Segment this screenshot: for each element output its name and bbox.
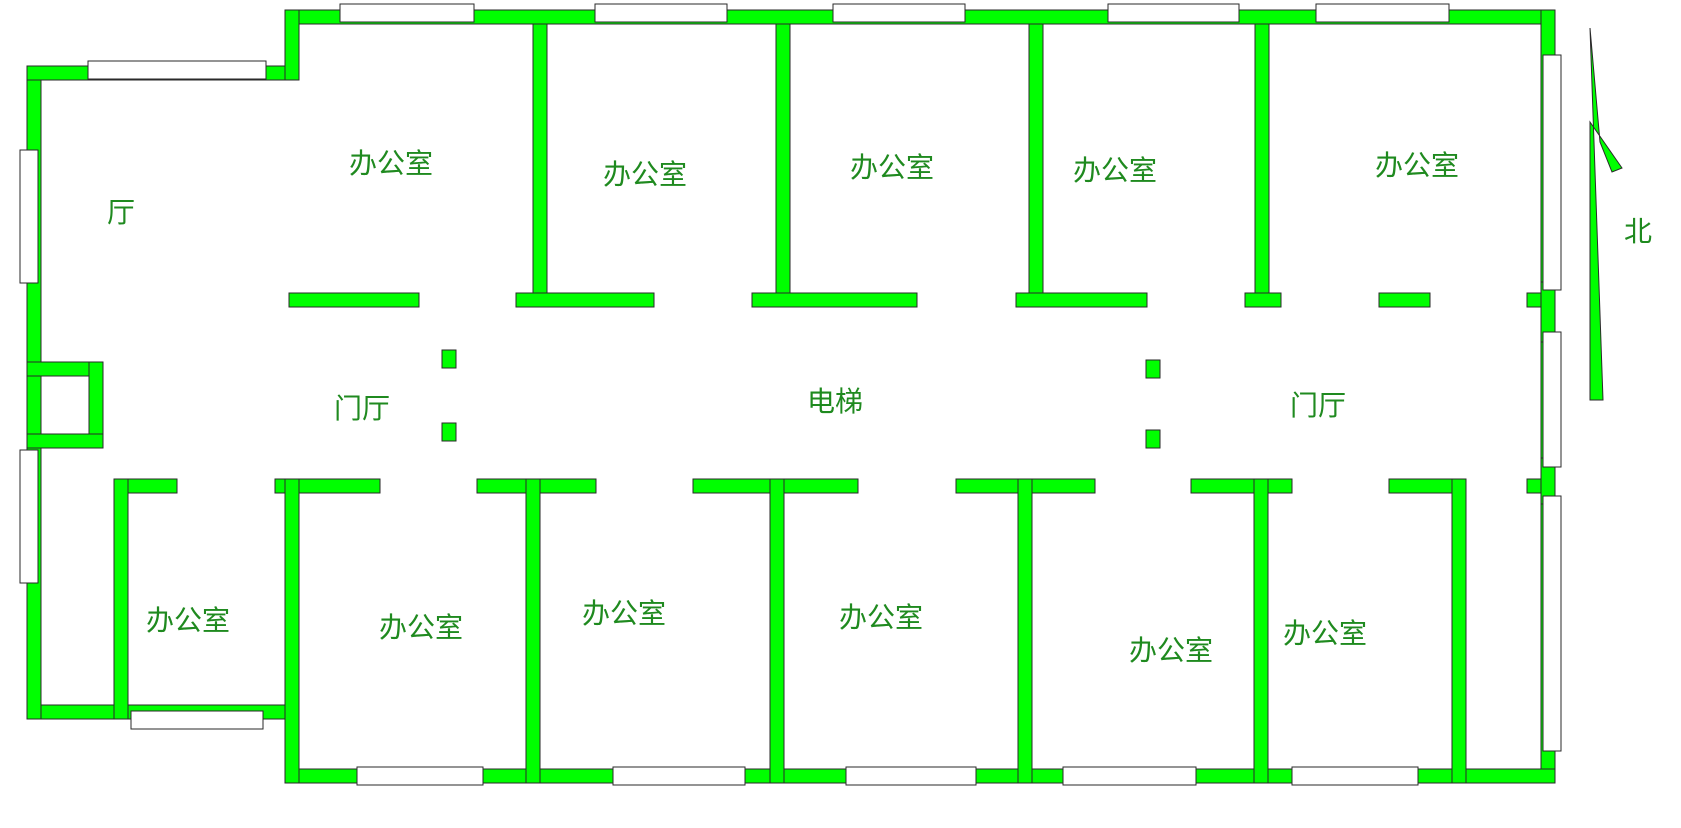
label-elevator: 电梯 [807, 385, 863, 418]
label-hall: 厅 [107, 196, 135, 229]
window [19, 149, 39, 284]
window [1315, 3, 1450, 23]
window [1542, 331, 1562, 468]
room-labels: 厅 办公室 办公室 办公室 办公室 办公室 门厅 电梯 门厅 北 办公室 办公室… [107, 147, 1652, 667]
window [845, 766, 977, 786]
label-office: 办公室 [850, 151, 934, 184]
label-office: 办公室 [1073, 154, 1157, 187]
partition-s2 [525, 478, 541, 784]
corridor-wall-n6 [1378, 292, 1431, 308]
window [1107, 3, 1240, 23]
corridor-wall-n3 [751, 292, 918, 308]
window [594, 3, 728, 23]
label-office: 办公室 [146, 604, 230, 637]
label-office: 办公室 [603, 158, 687, 191]
south-partitions [113, 457, 1556, 784]
partition-s5 [1253, 478, 1269, 784]
label-lobby: 门厅 [334, 392, 390, 425]
label-office: 办公室 [1129, 634, 1213, 667]
label-office: 办公室 [1375, 149, 1459, 182]
label-office: 办公室 [839, 601, 923, 634]
label-office: 办公室 [349, 147, 433, 180]
corridor-wall-n5 [1244, 292, 1282, 308]
column [441, 422, 457, 442]
partition-s3 [769, 478, 785, 784]
bay-bottom [26, 433, 104, 449]
corridor-wall-s6 [1190, 478, 1293, 494]
label-office: 办公室 [1283, 617, 1367, 650]
window [1542, 495, 1562, 752]
window [1291, 766, 1419, 786]
window [612, 766, 746, 786]
partition-s1 [284, 478, 300, 784]
corridor-wall-n4 [1015, 292, 1148, 308]
window [1062, 766, 1197, 786]
window [87, 60, 267, 80]
corridor-wall-n2 [515, 292, 655, 308]
label-office: 办公室 [379, 611, 463, 644]
columns [441, 349, 1161, 449]
partition-s4 [1017, 478, 1033, 784]
column [1145, 359, 1161, 379]
corridor-wall-s2 [274, 478, 381, 494]
partition-n1 [532, 23, 548, 302]
partition-n2 [775, 23, 791, 302]
label-office: 办公室 [582, 597, 666, 630]
label-lobby: 门厅 [1290, 389, 1346, 422]
north-arrow-icon [1589, 27, 1623, 401]
window [19, 449, 39, 584]
wall-left-step [284, 9, 300, 81]
window [356, 766, 484, 786]
partition-n3 [1028, 23, 1044, 302]
partition-s0 [113, 478, 129, 720]
partition-s6 [1451, 478, 1467, 784]
label-north: 北 [1624, 215, 1652, 248]
north-partitions [288, 23, 1556, 343]
column [1145, 429, 1161, 449]
window [130, 710, 264, 730]
windows [19, 3, 1562, 786]
window [339, 3, 475, 23]
window [832, 3, 966, 23]
window [1542, 54, 1562, 291]
corridor-wall-n1 [288, 292, 420, 308]
partition-n4 [1254, 23, 1270, 302]
column [441, 349, 457, 369]
